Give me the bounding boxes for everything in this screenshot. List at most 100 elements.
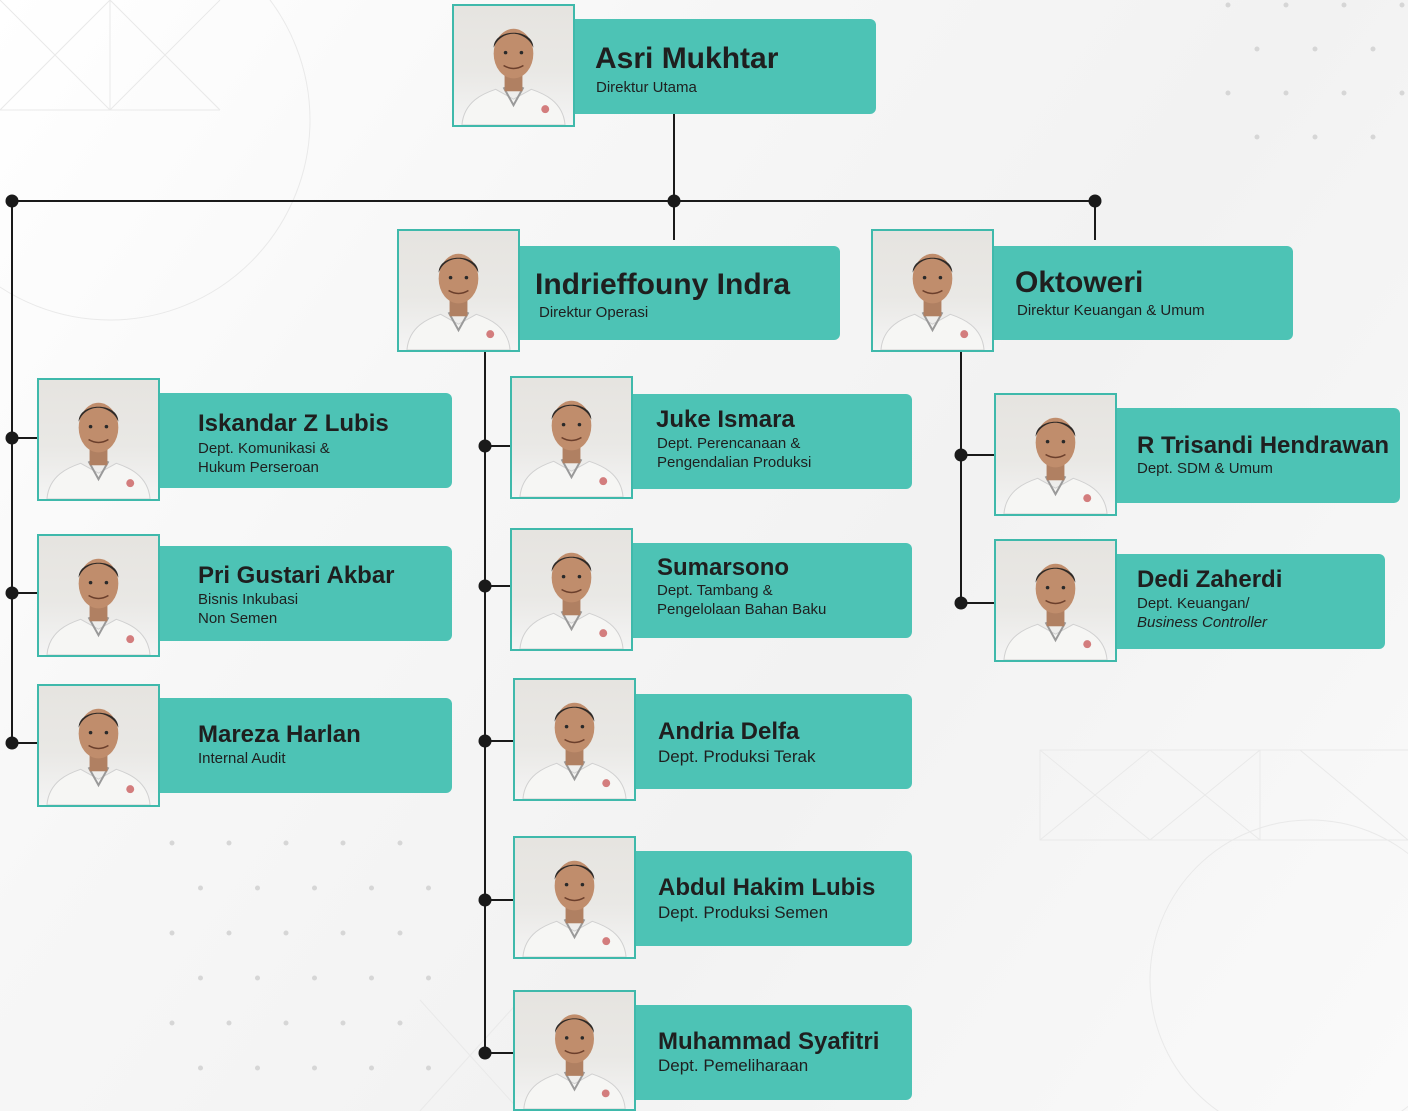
person-name: Juke Ismara — [656, 406, 795, 433]
connector-dot — [478, 439, 492, 453]
decor-dot — [226, 930, 232, 936]
decor-dot — [283, 930, 289, 936]
decor-dot — [312, 975, 317, 981]
person-photo-icon — [871, 229, 994, 352]
connector-dot — [5, 586, 19, 600]
connector-dot — [667, 194, 681, 208]
decor-dot — [397, 1020, 403, 1026]
person-name: Indrieffouny Indra — [535, 268, 790, 301]
person-role: Internal Audit — [198, 750, 286, 767]
decor-dot — [255, 1065, 260, 1071]
name-card — [625, 694, 912, 789]
decor-dot — [426, 1065, 431, 1071]
decor-dot — [226, 840, 232, 846]
decor-dot — [1399, 90, 1405, 96]
decor-dot — [255, 885, 260, 891]
connector-dot — [5, 431, 19, 445]
person-photo-icon — [510, 528, 633, 651]
person-role: Direktur Operasi — [539, 304, 649, 321]
person-photo-icon — [37, 378, 160, 501]
decor-dot — [169, 930, 175, 936]
person-name: Andria Delfa — [658, 718, 800, 745]
person-name: Muhammad Syafitri — [658, 1028, 880, 1055]
connector-dot — [954, 448, 968, 462]
name-card — [625, 851, 912, 946]
name-card — [622, 543, 912, 638]
person-name: Dedi Zaherdi — [1137, 566, 1283, 593]
connector-dot — [478, 893, 492, 907]
name-card — [565, 19, 876, 114]
person-photo-icon — [994, 539, 1117, 662]
decor-dot — [1312, 46, 1318, 52]
connector-dot — [478, 734, 492, 748]
decor-dot — [369, 885, 374, 891]
person-photo-icon — [513, 990, 636, 1111]
decor-dot — [312, 1065, 317, 1071]
person-photo-icon — [37, 534, 160, 657]
person-role: Dept. Komunikasi &Hukum Perseroan — [198, 440, 330, 476]
connector-dot — [1088, 194, 1102, 208]
decor-dot — [283, 840, 289, 846]
decor-dot — [340, 930, 346, 936]
decor-dot — [1283, 90, 1289, 96]
decor-dot — [1341, 2, 1347, 8]
name-card — [150, 698, 452, 793]
person-name: Pri Gustari Akbar — [198, 562, 395, 589]
decor-dot — [426, 885, 431, 891]
person-role: Dept. Perencanaan &Pengendalian Produksi — [657, 435, 812, 471]
decor-dot — [198, 885, 203, 891]
decor-dot — [340, 1020, 346, 1026]
name-card — [150, 546, 452, 641]
person-role: Direktur Keuangan & Umum — [1017, 302, 1205, 319]
name-card — [983, 246, 1293, 340]
connector-dot — [478, 579, 492, 593]
person-name: Mareza Harlan — [198, 721, 361, 748]
person-photo-icon — [37, 684, 160, 807]
connector-dot — [5, 194, 19, 208]
decor-dot — [283, 1020, 289, 1026]
person-photo-icon — [452, 4, 575, 127]
decor-dot — [1370, 46, 1376, 52]
decor-dot — [1254, 134, 1260, 140]
person-name: Asri Mukhtar — [595, 42, 779, 75]
person-role: Direktur Utama — [596, 79, 697, 96]
decor-dot — [1370, 134, 1376, 140]
decor-dot — [169, 1020, 175, 1026]
person-name: Iskandar Z Lubis — [198, 410, 389, 437]
decor-dot — [369, 1065, 374, 1071]
person-role: Dept. Produksi Semen — [658, 903, 829, 922]
connector-dot — [5, 736, 19, 750]
decor-dot — [397, 840, 403, 846]
name-card — [1106, 554, 1385, 649]
decor-dot — [198, 975, 203, 981]
decor-dot — [397, 930, 403, 936]
decor-dot — [312, 885, 317, 891]
decor-dot — [198, 1065, 203, 1071]
decor-dot — [1225, 2, 1231, 8]
decor-dot — [1399, 2, 1405, 8]
decor-dot — [1341, 90, 1347, 96]
person-name: R Trisandi Hendrawan — [1137, 432, 1390, 459]
connector-dot — [478, 1046, 492, 1060]
name-card — [625, 1005, 912, 1100]
person-role: Dept. SDM & Umum — [1137, 460, 1273, 477]
decor-dot — [226, 1020, 232, 1026]
decor-dot — [340, 840, 346, 846]
person-photo-icon — [994, 393, 1117, 516]
decor-dot — [255, 975, 260, 981]
person-photo-icon — [510, 376, 633, 499]
person-photo-icon — [513, 836, 636, 959]
name-card — [1106, 408, 1400, 503]
decor-dot — [1283, 2, 1289, 8]
person-role: Dept. Keuangan/Business Controller — [1137, 595, 1268, 631]
name-card — [150, 393, 452, 488]
name-card — [510, 246, 840, 340]
person-photo-icon — [513, 678, 636, 801]
person-name: Abdul Hakim Lubis — [658, 874, 876, 901]
person-role: Dept. Pemeliharaan — [658, 1056, 809, 1075]
decor-dot — [369, 975, 374, 981]
name-card — [622, 394, 912, 489]
